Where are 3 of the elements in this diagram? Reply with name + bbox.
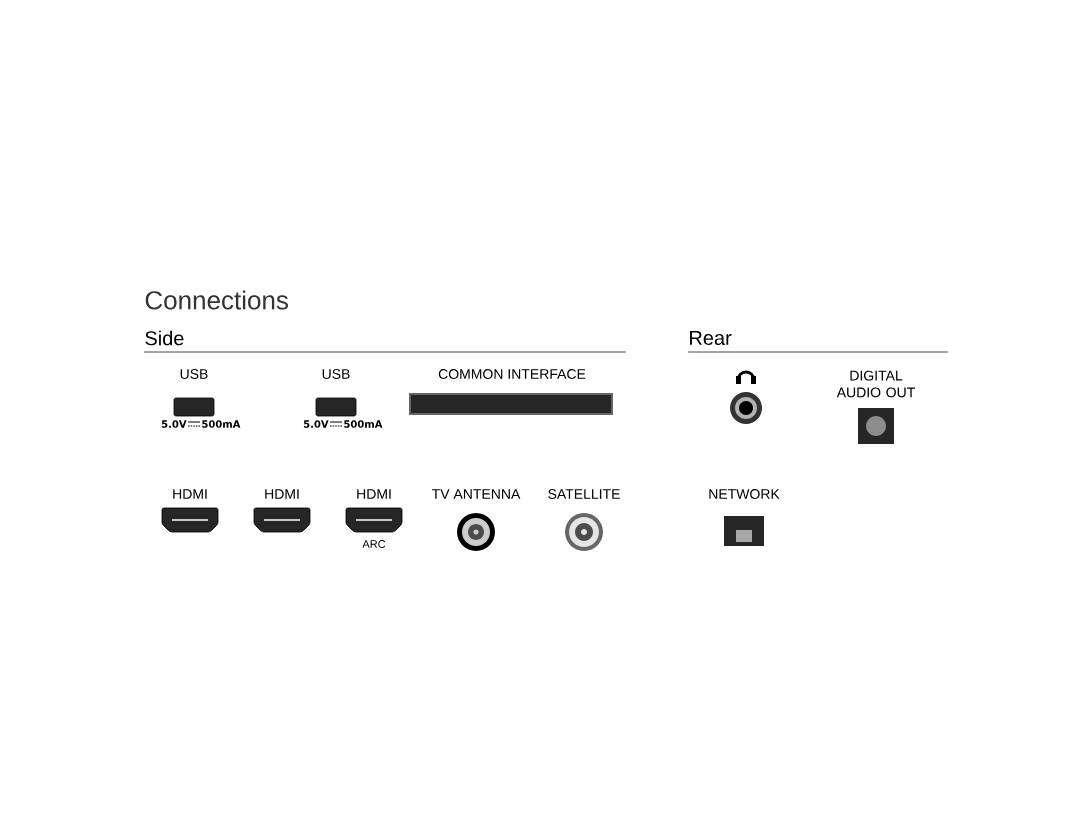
diagram-title: Connections: [145, 290, 288, 310]
section-heading: Rear: [690, 331, 732, 345]
section-heading: Side: [145, 330, 184, 346]
